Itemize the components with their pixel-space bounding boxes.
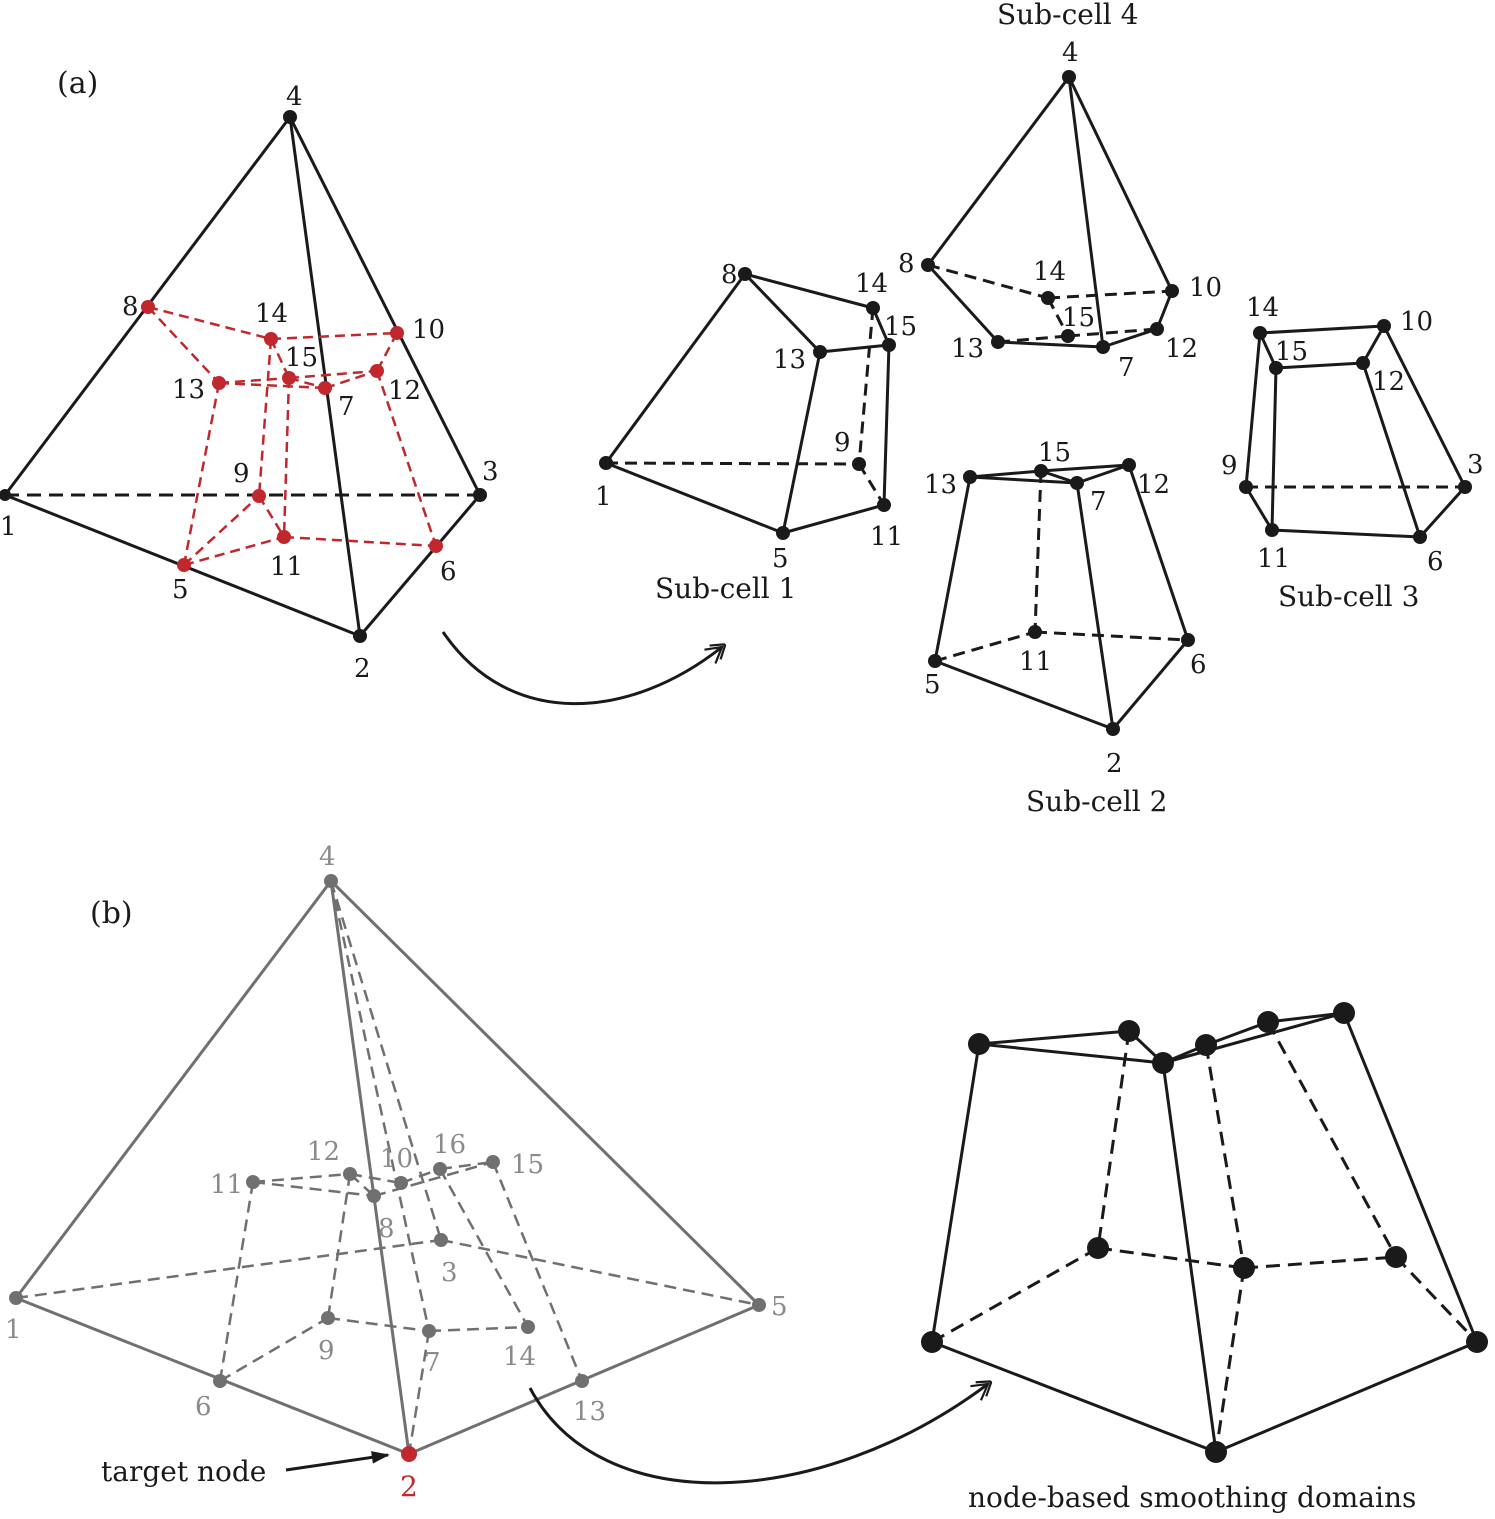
edge-4-2: [288, 116, 362, 637]
svg-text:5: 5: [771, 1292, 788, 1322]
gray-dual-cell-edges: [15, 880, 760, 1455]
caption-sub-cell-4: Sub-cell 4: [997, 0, 1138, 31]
svg-text:7: 7: [424, 1348, 441, 1378]
smoothing-domain: node-based smoothing domains: [921, 1002, 1488, 1514]
svg-text:15: 15: [884, 312, 917, 342]
svg-text:15: 15: [1062, 303, 1095, 333]
main-tetrahedron-a: 1 4 3 2 8 10 14 15 13 7 12 9 11 5 6: [0, 82, 499, 684]
red-nodes-a: [141, 300, 443, 572]
target-node-dot: [401, 1446, 417, 1462]
caption-smoothing-domains: node-based smoothing domains: [968, 1481, 1416, 1514]
decomposition-arrow-a: [441, 631, 722, 706]
svg-text:1: 1: [5, 1315, 22, 1345]
svg-text:15: 15: [1038, 438, 1071, 468]
svg-text:8: 8: [378, 1214, 395, 1244]
svg-text:15: 15: [511, 1150, 544, 1180]
svg-text:8: 8: [898, 249, 915, 279]
svg-text:3: 3: [482, 457, 499, 487]
svg-text:12: 12: [1137, 470, 1170, 500]
caption-sub-cell-2: Sub-cell 2: [1026, 785, 1167, 818]
svg-text:9: 9: [233, 459, 250, 489]
svg-text:13: 13: [172, 375, 205, 405]
svg-text:6: 6: [440, 557, 457, 587]
svg-text:8: 8: [721, 260, 738, 290]
sub-cell-1: 1 8 14 15 13 9 5 11 Sub-cell 1: [595, 260, 917, 605]
black-nodes-a: [0, 110, 487, 643]
svg-text:12: 12: [307, 1137, 340, 1167]
svg-text:12: 12: [388, 376, 421, 406]
svg-text:6: 6: [1427, 547, 1444, 577]
node-labels-a: 1 4 3 2 8 10 14 15 13 7 12 9 11 5 6: [0, 82, 499, 684]
svg-text:11: 11: [1257, 544, 1290, 574]
svg-text:6: 6: [195, 1392, 212, 1422]
caption-sub-cell-3: Sub-cell 3: [1278, 580, 1419, 613]
target-node-pointer: [285, 1451, 390, 1472]
svg-text:4: 4: [286, 82, 303, 112]
svg-text:15: 15: [285, 343, 318, 373]
svg-text:14: 14: [255, 299, 288, 329]
svg-text:13: 13: [951, 334, 984, 364]
svg-text:13: 13: [924, 470, 957, 500]
svg-text:3: 3: [441, 1258, 458, 1288]
svg-text:10: 10: [380, 1144, 413, 1174]
svg-text:5: 5: [924, 670, 941, 700]
sub-cell-2: 13 15 12 7 5 11 6 2 Sub-cell 2: [924, 438, 1207, 818]
svg-text:7: 7: [1090, 487, 1107, 517]
svg-text:5: 5: [772, 544, 789, 574]
caption-sub-cell-1: Sub-cell 1: [655, 572, 796, 605]
svg-text:6: 6: [1190, 650, 1207, 680]
panel-label-a: (a): [57, 66, 98, 101]
svg-text:1: 1: [0, 512, 17, 542]
svg-text:12: 12: [1165, 334, 1198, 364]
svg-text:9: 9: [318, 1336, 335, 1366]
sub-cell-4: Sub-cell 4 4 8 14 10 15 13 7 12: [898, 0, 1222, 383]
svg-text:7: 7: [338, 392, 355, 422]
edge-4-3: [288, 116, 482, 496]
svg-text:2: 2: [354, 654, 371, 684]
sub-cell-3: 14 10 15 12 9 3 11 6 Sub-cell 3: [1221, 293, 1484, 613]
edge-2-3: [358, 494, 482, 637]
svg-text:1: 1: [595, 482, 612, 512]
svg-text:14: 14: [1246, 293, 1279, 323]
svg-text:14: 14: [503, 1342, 536, 1372]
svg-text:4: 4: [1062, 38, 1079, 68]
svg-text:15: 15: [1275, 337, 1308, 367]
svg-text:11: 11: [270, 552, 303, 582]
main-tetrahedron-b: 4 1 5 11 12 10 16 15 8 3 9 7 14 6 13 2: [5, 842, 788, 1503]
gray-nodes-b: [9, 874, 766, 1388]
svg-text:11: 11: [210, 1170, 243, 1200]
svg-text:16: 16: [433, 1130, 466, 1160]
svg-text:8: 8: [122, 292, 139, 322]
svg-text:7: 7: [1118, 353, 1135, 383]
svg-text:4: 4: [319, 842, 336, 872]
svg-text:14: 14: [855, 269, 888, 299]
svg-text:3: 3: [1467, 450, 1484, 480]
svg-text:13: 13: [573, 1397, 606, 1427]
panel-label-b: (b): [90, 896, 133, 931]
red-dual-cell-edges: [147, 305, 438, 567]
svg-text:13: 13: [773, 345, 806, 375]
svg-text:12: 12: [1372, 367, 1405, 397]
target-node-label: target node: [101, 1455, 266, 1488]
decomposition-arrow-b: [528, 1384, 988, 1485]
svg-text:14: 14: [1033, 257, 1066, 287]
svg-text:10: 10: [412, 315, 445, 345]
svg-text:10: 10: [1400, 307, 1433, 337]
svg-text:11: 11: [1019, 647, 1052, 677]
svg-text:10: 10: [1189, 273, 1222, 303]
svg-text:9: 9: [1221, 451, 1238, 481]
svg-text:9: 9: [834, 428, 851, 458]
svg-text:2: 2: [1106, 749, 1123, 779]
svg-text:2: 2: [400, 1470, 418, 1503]
node-labels-b: 4 1 5 11 12 10 16 15 8 3 9 7 14 6 13 2: [5, 842, 788, 1503]
svg-text:11: 11: [870, 522, 903, 552]
svg-text:5: 5: [172, 575, 189, 605]
